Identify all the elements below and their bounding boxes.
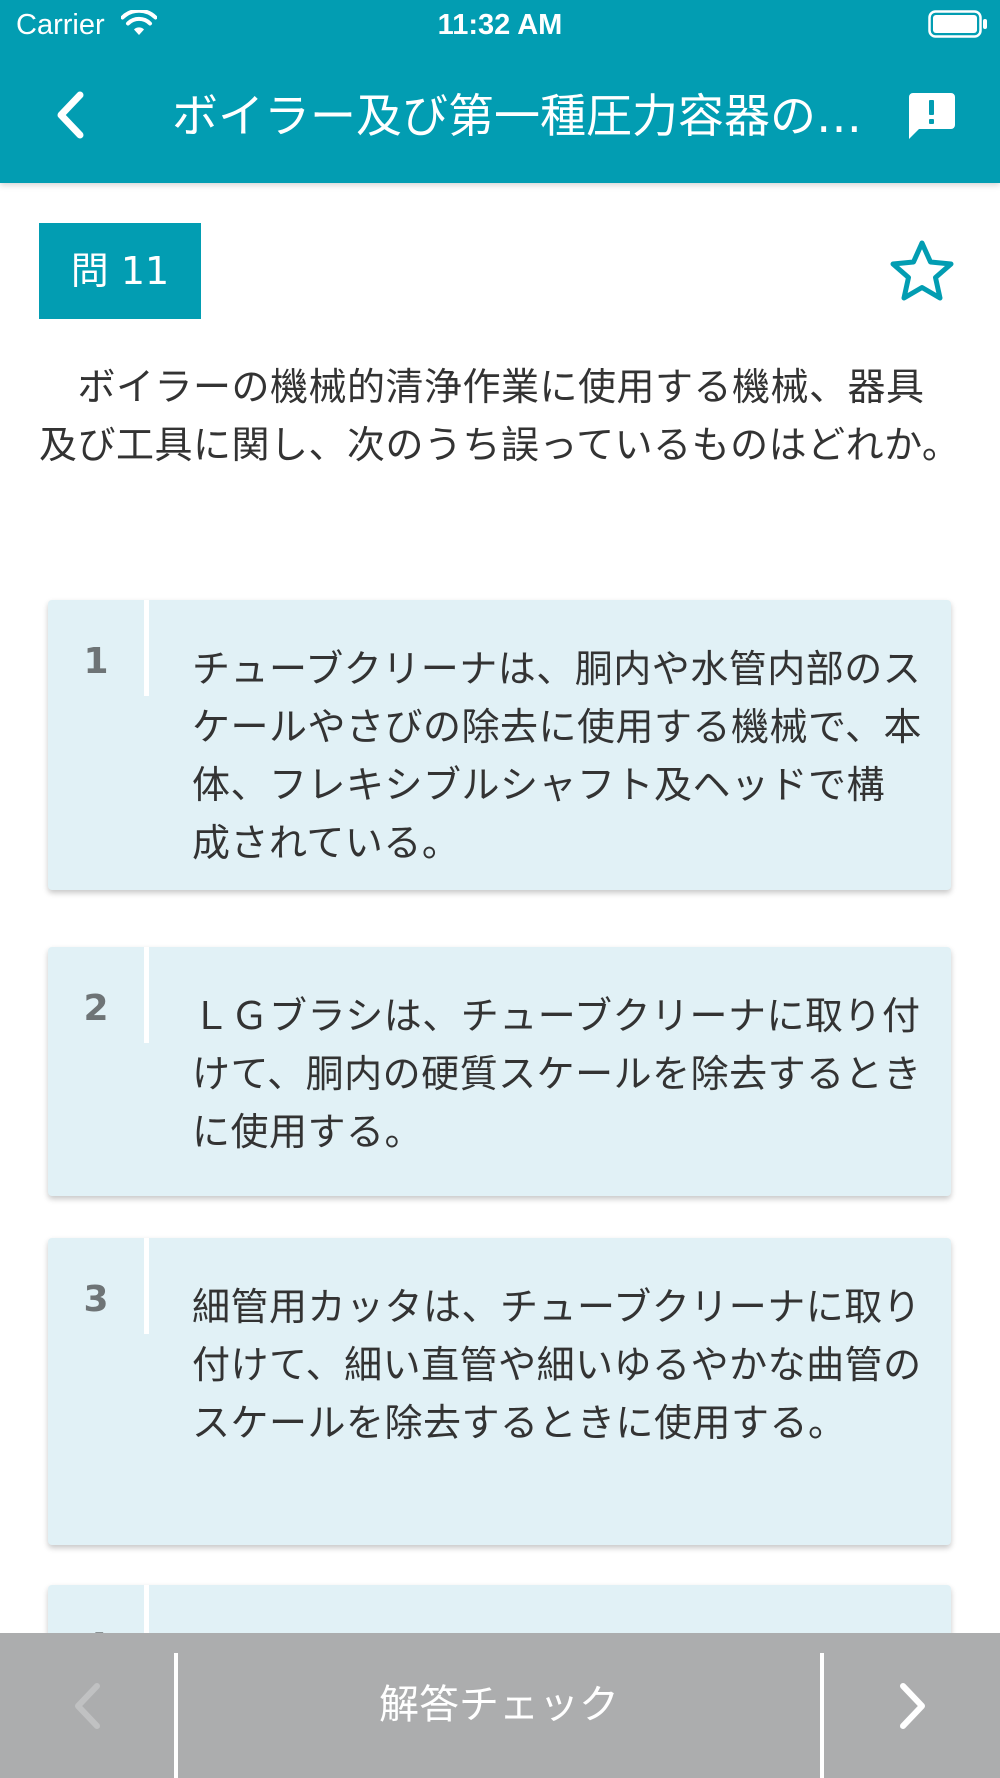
choice-number: 1 <box>83 641 109 682</box>
bottom-toolbar: 解答チェック <box>0 1633 1000 1778</box>
toolbar-divider <box>820 1653 824 1778</box>
nav-bar: ボイラー及び第一種圧力容器の取扱いに関する知識 <box>0 70 1000 160</box>
page-title: ボイラー及び第一種圧力容器の取扱いに関する知識 <box>172 89 884 143</box>
choice-2[interactable]: 2 ＬＧブラシは、チューブクリーナに取り付けて、胴内の硬質スケールを除去するとき… <box>48 947 951 1196</box>
status-bar: Carrier 11:32 AM <box>0 0 1000 50</box>
star-outline-icon <box>890 240 954 301</box>
question-content[interactable]: 問 11 ボイラーの機械的清浄作業に使用する機械、器具及び工具に関し、次のうち誤… <box>0 183 1000 1633</box>
choice-number: 3 <box>83 1279 109 1320</box>
choice-divider <box>144 1238 149 1334</box>
next-question-button[interactable] <box>826 1633 1000 1778</box>
choice-text: チューブクリーナは、胴内や水管内部のスケールやさびの除去に使用する機械で、本体、… <box>192 647 922 865</box>
toolbar-divider <box>174 1653 178 1778</box>
battery-icon <box>928 10 987 38</box>
wifi-icon <box>121 10 157 35</box>
choice-4[interactable]: 4 <box>48 1585 951 1633</box>
previous-question-button[interactable] <box>0 1633 174 1778</box>
favorite-button[interactable] <box>886 235 958 307</box>
choice-1[interactable]: 1 チューブクリーナは、胴内や水管内部のスケールやさびの除去に使用する機械で、本… <box>48 600 951 890</box>
carrier-label: Carrier <box>16 9 105 41</box>
choice-number: 4 <box>66 1625 126 1633</box>
question-text: ボイラーの機械的清浄作業に使用する機械、器具及び工具に関し、次のうち誤っているも… <box>39 365 961 467</box>
header: Carrier 11:32 AM ボイラー及び第一種圧力容器の取扱いに関する知識 <box>0 0 1000 183</box>
chevron-left-icon <box>57 91 84 139</box>
choice-text: ＬＧブラシは、チューブクリーナに取り付けて、胴内の硬質スケールを除去するときに使… <box>192 994 922 1154</box>
choice-divider <box>144 1585 149 1633</box>
choice-number: 2 <box>83 988 109 1029</box>
choice-divider <box>144 947 149 1043</box>
chevron-left-icon <box>75 1682 100 1729</box>
chevron-right-icon <box>900 1682 925 1729</box>
check-answer-button[interactable]: 解答チェック <box>379 1682 619 1728</box>
feedback-icon <box>909 93 955 139</box>
report-button[interactable] <box>896 84 966 146</box>
choice-text: 細管用カッタは、チューブクリーナに取り付けて、細い直管や細いゆるやかな曲管のスケ… <box>192 1285 922 1445</box>
choice-divider <box>144 600 149 696</box>
choice-3[interactable]: 3 細管用カッタは、チューブクリーナに取り付けて、細い直管や細いゆるやかな曲管の… <box>48 1238 951 1545</box>
question-number-badge: 問 11 <box>39 223 201 319</box>
clock: 11:32 AM <box>437 9 563 41</box>
back-button[interactable] <box>40 84 100 146</box>
